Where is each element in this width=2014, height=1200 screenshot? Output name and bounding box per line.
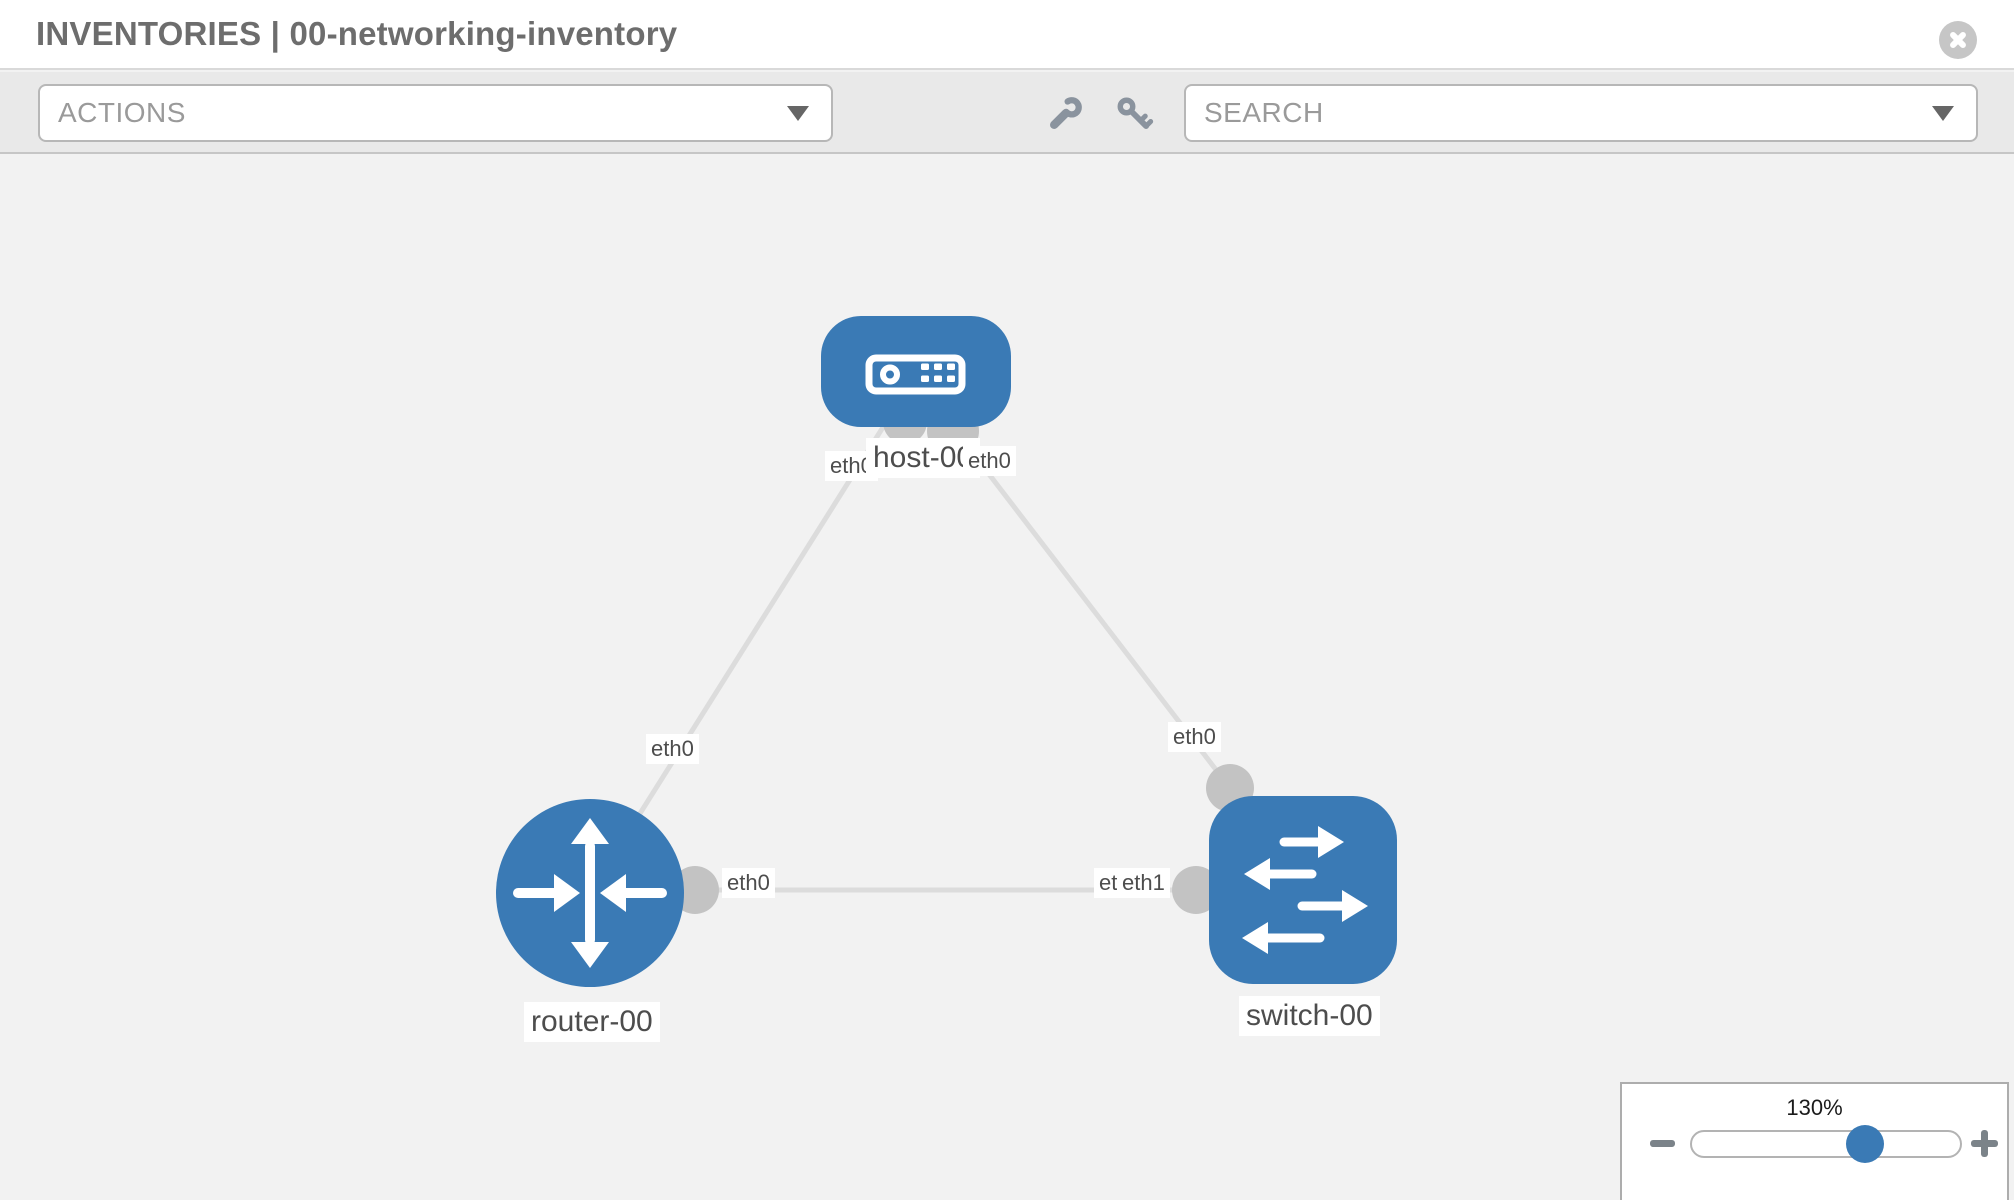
zoom-slider-handle[interactable] [1846, 1125, 1884, 1163]
zoom-in-button[interactable] [1971, 1130, 1998, 1157]
if-label-router-upper-eth0: eth0 [646, 734, 699, 764]
chevron-down-icon [1932, 106, 1954, 121]
zoom-level-value: 130% [1786, 1095, 1843, 1120]
node-switch[interactable] [1209, 796, 1397, 984]
zoom-out-button[interactable] [1650, 1140, 1675, 1147]
node-host[interactable] [821, 316, 1011, 427]
node-router[interactable] [496, 799, 684, 987]
actions-dropdown[interactable]: ACTIONS [38, 84, 833, 142]
toolbar: ACTIONS SEARCH [0, 72, 2014, 154]
switch-icon [1242, 826, 1368, 954]
page-title: INVENTORIES | 00-networking-inventory [36, 15, 678, 52]
zoom-panel: 130% [1620, 1082, 2009, 1200]
if-label-switch-upper-eth0: eth0 [1168, 722, 1221, 752]
node-label-switch: switch-00 [1239, 996, 1380, 1036]
host-icon [865, 354, 966, 395]
router-icon [513, 818, 667, 968]
node-label-host: host-00 [866, 438, 981, 478]
interface-dot [1172, 866, 1220, 914]
plus-icon [1981, 1130, 1988, 1157]
panel-header: INVENTORIES | 00-networking-inventory [0, 0, 2014, 70]
link-lines [587, 422, 1303, 895]
actions-dropdown-label: ACTIONS [58, 97, 186, 128]
search-dropdown[interactable]: SEARCH [1184, 84, 1978, 142]
if-label-switch-eth1: eth1 [1117, 868, 1170, 898]
chevron-down-icon [787, 106, 809, 121]
if-label-router-eth0-bottom: eth0 [722, 868, 775, 898]
wrench-icon[interactable] [1045, 94, 1085, 134]
zoom-slider-track[interactable] [1690, 1130, 1962, 1158]
key-icon[interactable] [1114, 94, 1154, 134]
node-label-router: router-00 [524, 1002, 660, 1042]
search-dropdown-label: SEARCH [1204, 97, 1324, 128]
topology-canvas[interactable]: host-00 router-00 switch-00 eth0 eth0 et… [0, 154, 2014, 1200]
close-icon[interactable] [1939, 21, 1977, 59]
if-label-host-eth0-right: eth0 [963, 446, 1016, 476]
